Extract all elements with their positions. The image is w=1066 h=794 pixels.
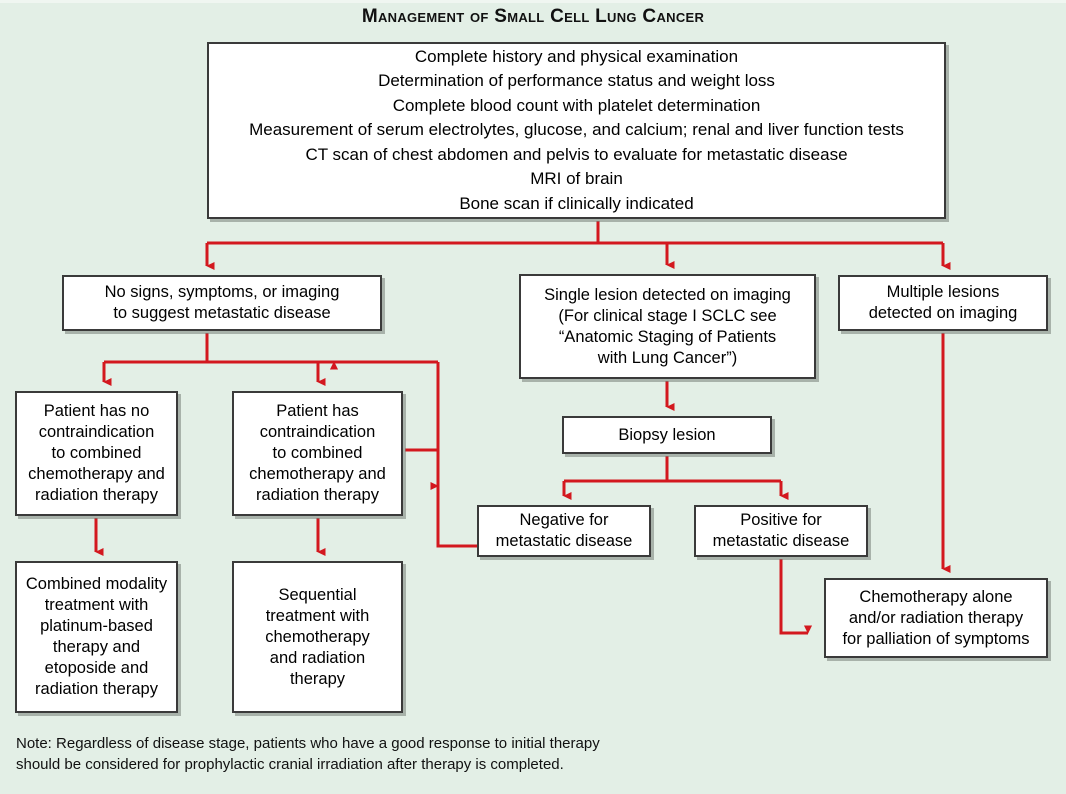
- node-no-signs: No signs, symptoms, or imaging to sugges…: [62, 275, 382, 331]
- node-palliation-therapy: Chemotherapy alone and/or radiation ther…: [824, 578, 1048, 658]
- node-no-contraindication-text: Patient has no contraindication to combi…: [28, 402, 165, 504]
- node-single-lesion-text: Single lesion detected on imaging (For c…: [544, 285, 791, 367]
- node-initial-workup-text: Complete history and physical examinatio…: [249, 46, 904, 213]
- node-negative-metastatic-text: Negative for metastatic disease: [495, 511, 633, 550]
- node-combined-modality-text: Combined modality treatment with platinu…: [25, 575, 168, 698]
- node-sequential-treatment: Sequential treatment with chemotherapy a…: [232, 561, 403, 713]
- footnote: Note: Regardless of disease stage, patie…: [16, 735, 600, 773]
- node-palliation-therapy-text: Chemotherapy alone and/or radiation ther…: [842, 587, 1030, 648]
- node-positive-metastatic-text: Positive for metastatic disease: [712, 511, 850, 550]
- wire-negative-to-riser: [436, 362, 477, 548]
- node-sequential-treatment-text: Sequential treatment with chemotherapy a…: [265, 585, 370, 688]
- node-single-lesion: Single lesion detected on imaging (For c…: [519, 274, 816, 379]
- page-title: Management of Small Cell Lung Cancer: [361, 6, 705, 27]
- node-biopsy-lesion-text: Biopsy lesion: [618, 425, 716, 444]
- node-initial-workup: Complete history and physical examinatio…: [207, 42, 946, 219]
- node-contraindication-text: Patient has contraindication to combined…: [249, 402, 386, 504]
- node-multiple-lesions: Multiple lesions detected on imaging: [838, 275, 1048, 331]
- node-contraindication: Patient has contraindication to combined…: [232, 391, 403, 516]
- node-biopsy-lesion: Biopsy lesion: [562, 416, 772, 454]
- node-no-signs-text: No signs, symptoms, or imaging to sugges…: [104, 283, 340, 322]
- node-multiple-lesions-text: Multiple lesions detected on imaging: [868, 283, 1018, 322]
- node-no-contraindication: Patient has no contraindication to combi…: [15, 391, 178, 516]
- node-combined-modality: Combined modality treatment with platinu…: [15, 561, 178, 713]
- node-positive-metastatic: Positive for metastatic disease: [694, 505, 868, 557]
- node-negative-metastatic: Negative for metastatic disease: [477, 505, 651, 557]
- wire-positive-to-palliation: [779, 559, 813, 635]
